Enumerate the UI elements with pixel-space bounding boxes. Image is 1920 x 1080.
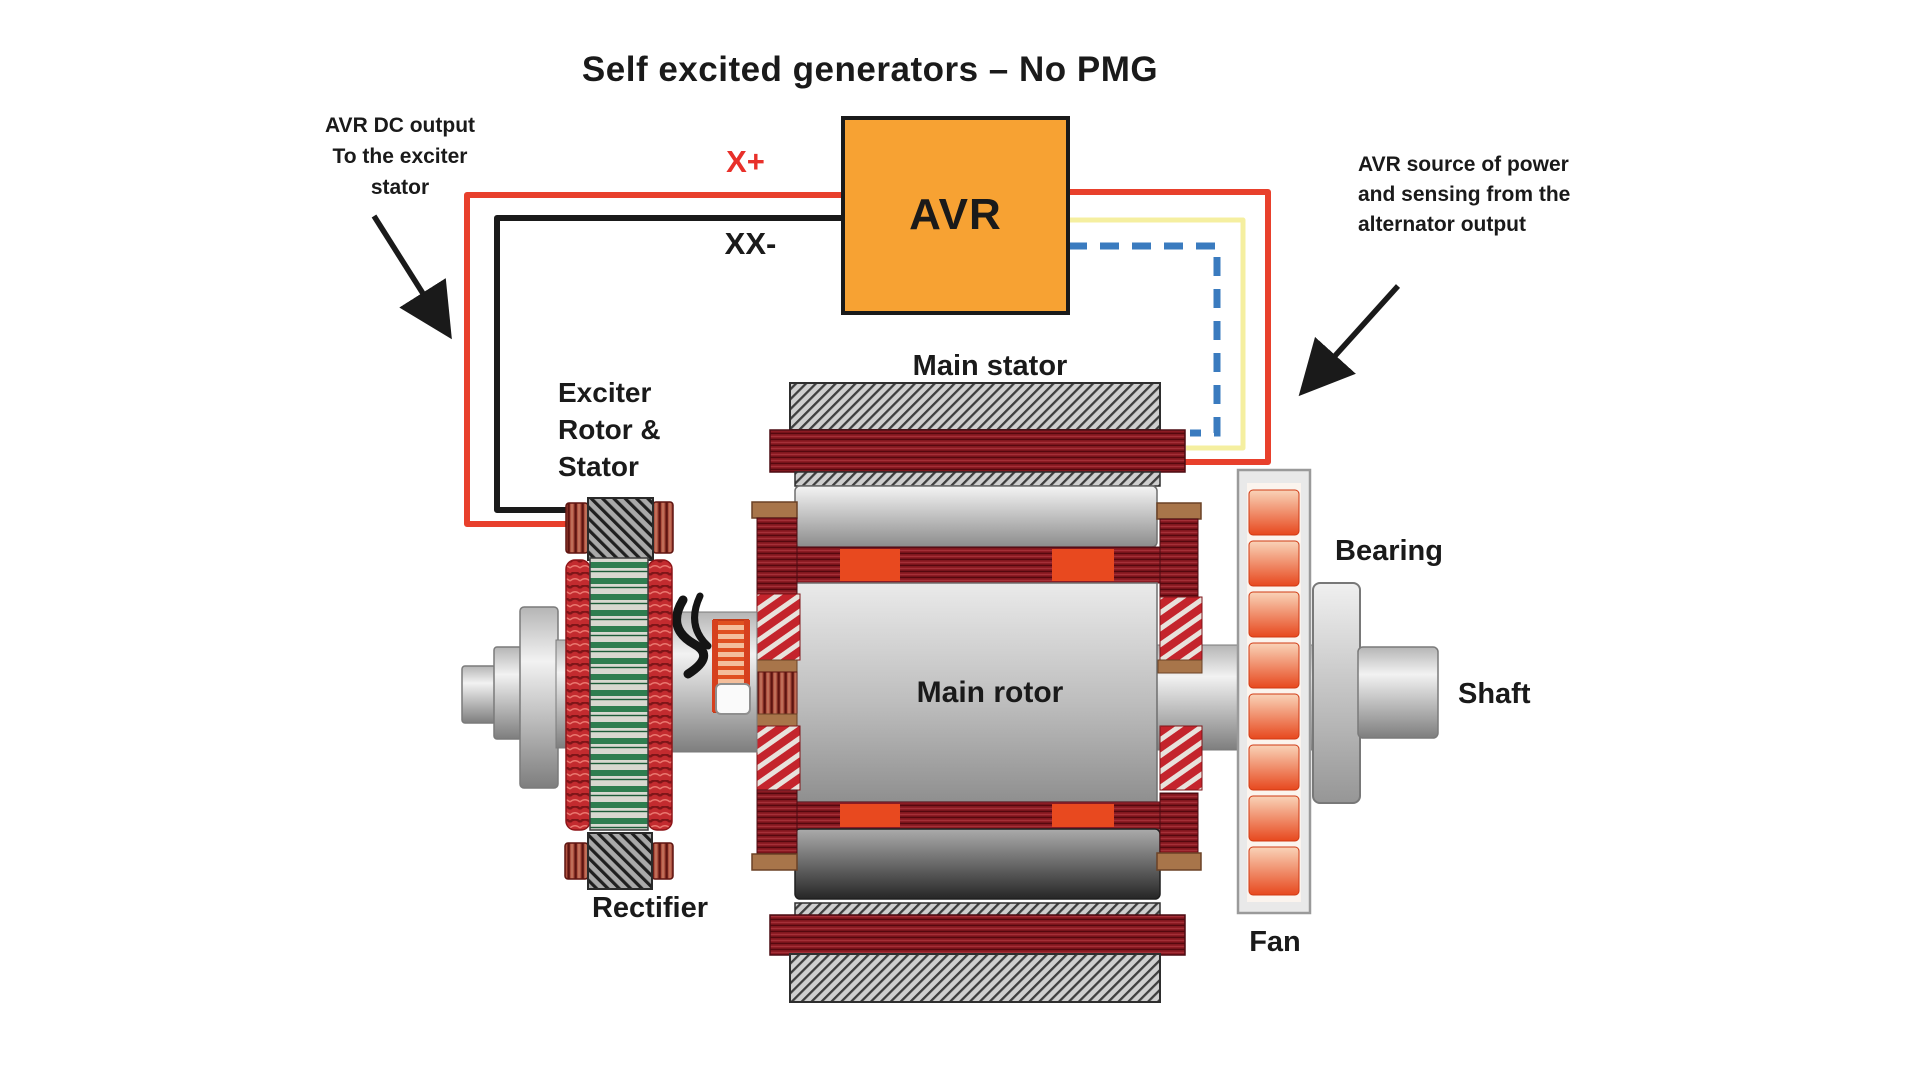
annotation-avr-dc-output-line1: AVR DC output [324, 114, 476, 137]
rectifier-label: Rectifier [591, 892, 709, 924]
rotor-coil-end-left [751, 501, 801, 871]
arrow-left [371, 214, 452, 340]
diagram-title: Self excited generators – No PMG [581, 50, 1159, 89]
main-stator-top [769, 382, 1186, 487]
sense-wire-yellow [1068, 217, 1246, 451]
avr-label: AVR [909, 190, 1002, 239]
annotation-avr-dc-output-line2: To the exciter [332, 145, 468, 168]
rotor-coil-end-right [1156, 502, 1203, 871]
rectifier [564, 832, 674, 890]
bearing [1312, 582, 1361, 804]
left-shaft [461, 606, 569, 789]
sense-wire-blue-dashed [1068, 242, 1221, 437]
sense-wire-red [1068, 189, 1271, 465]
wire-label-x-plus: X+ [726, 144, 765, 179]
exciter-field-wire-red [464, 192, 843, 527]
annotation-avr-dc-output: AVR DC output To the exciter stator [280, 110, 520, 203]
exciter-label-line1: Exciter [558, 377, 652, 408]
exciter-label: Exciter Rotor & Stator [558, 374, 718, 485]
fan [1236, 468, 1312, 915]
annotation-avr-dc-output-line3: stator [370, 176, 430, 199]
annotation-avr-source: AVR source of power and sensing from the… [1358, 150, 1638, 240]
shaft [1357, 646, 1439, 739]
main-rotor-label: Main rotor [916, 676, 1064, 709]
exciter-rotor [565, 557, 673, 831]
arrow-right [1298, 284, 1401, 397]
main-stator-bottom [769, 902, 1186, 1003]
exciter-stator [565, 497, 674, 561]
main-stator-label: Main stator [912, 350, 1068, 382]
rotor-connection-parts [671, 592, 758, 753]
exciter-field-wire-black [494, 215, 843, 513]
annotation-avr-source-line1: AVR source of power [1358, 153, 1569, 176]
annotation-avr-source-line2: and sensing from the [1358, 183, 1571, 206]
annotation-avr-source-line3: alternator output [1358, 213, 1526, 236]
exciter-label-line2: Rotor & [558, 414, 661, 445]
exciter-label-line3: Stator [558, 451, 639, 482]
bearing-label: Bearing [1335, 535, 1443, 567]
fan-label: Fan [1249, 926, 1301, 958]
wire-label-xx-minus: XX- [724, 226, 777, 261]
avr-box [841, 116, 1070, 315]
shaft-label: Shaft [1458, 678, 1531, 710]
